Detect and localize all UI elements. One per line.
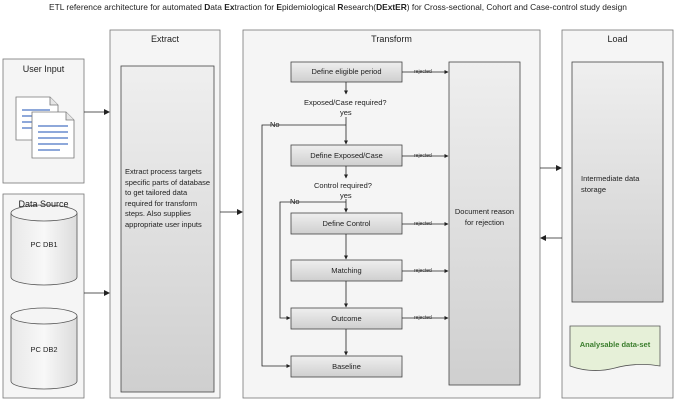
step-label-matching: Matching	[331, 266, 362, 275]
intermediate-storage-box	[571, 61, 664, 303]
question-control-required: Control required?	[314, 181, 372, 190]
step-box-control	[290, 212, 403, 235]
step-box-exposed	[290, 144, 403, 167]
database-label: PC DB2	[30, 345, 58, 354]
answer-yes-1: yes	[340, 108, 352, 117]
analysable-dataset-shape	[569, 325, 661, 371]
step-label-exposed: Define Exposed/Case	[310, 151, 383, 160]
analysable-dataset-text: Analysable data-set	[579, 340, 651, 349]
step-label-baseline: Baseline	[332, 362, 361, 371]
rejected-label: rejected	[414, 69, 432, 75]
panel-title-data-source: Data Source	[18, 199, 69, 209]
database-cylinder-icon	[10, 307, 78, 390]
database-label: PC DB1	[30, 240, 58, 249]
step-box-outcome	[290, 307, 403, 330]
document-stack-icon	[15, 96, 75, 159]
extract-description: Extract process targets specific parts o…	[125, 167, 211, 229]
panel-title-user-input: User Input	[22, 64, 65, 74]
step-box-baseline	[290, 355, 403, 378]
rejected-label: rejected	[414, 315, 432, 321]
step-label-control: Define Control	[322, 219, 371, 228]
step-label-eligible: Define eligible period	[311, 67, 382, 76]
question-exposed-required: Exposed/Case required?	[304, 98, 387, 107]
panel-title-load: Load	[607, 34, 628, 44]
rejected-label: rejected	[414, 268, 432, 274]
step-label-outcome: Outcome	[331, 314, 362, 323]
answer-no-2: No	[290, 197, 300, 206]
no-branch-exposed	[261, 124, 346, 368]
diagram-title: ETL reference architecture for automated…	[49, 2, 627, 12]
step-box-matching	[290, 259, 403, 282]
extract-process-box	[120, 65, 215, 393]
intermediate-storage-text: Intermediate data storage	[581, 174, 640, 194]
rejected-label: rejected	[414, 153, 432, 159]
rejected-label: rejected	[414, 221, 432, 227]
document-rejection-box	[448, 61, 521, 386]
document-rejection-text: Document reason for rejection	[454, 207, 515, 227]
answer-yes-2: yes	[340, 191, 352, 200]
panel-title-transform: Transform	[371, 34, 412, 44]
panel-title-extract: Extract	[150, 34, 179, 44]
answer-no-1: No	[270, 120, 280, 129]
database-cylinder-icon	[10, 204, 78, 286]
no-branch-control	[279, 201, 346, 320]
